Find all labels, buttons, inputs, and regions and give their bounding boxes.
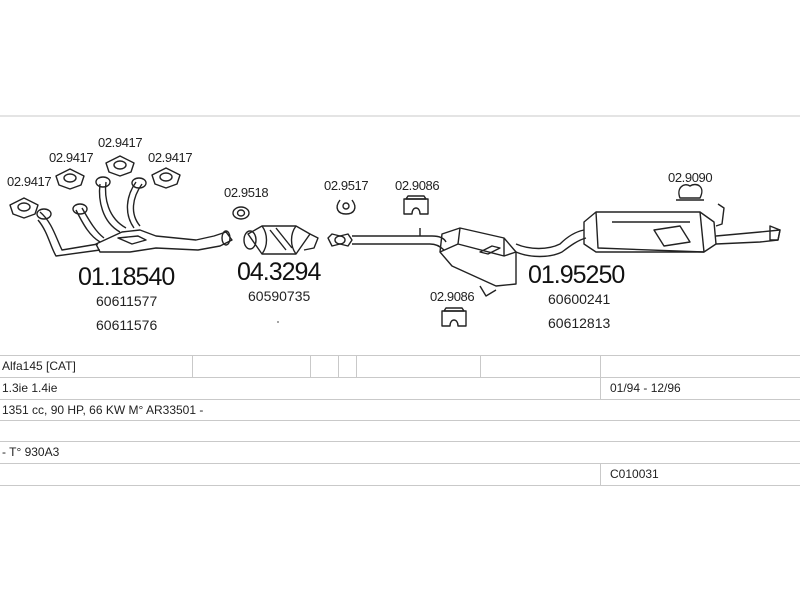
rear-silencer-icon — [515, 203, 781, 258]
part-gasket-2: 02.9417 — [49, 150, 94, 165]
manifold-oe-1: 60611577 — [96, 293, 158, 309]
exhaust-manifold-icon — [36, 176, 233, 257]
part-gasket-3: 02.9417 — [98, 135, 143, 150]
part-gasket-cat: 02.9518 — [224, 185, 269, 200]
catalyst-code: 04.3294 — [237, 258, 321, 286]
table-spec: 1351 cc, 90 HP, 66 KW M° AR33501 - — [2, 403, 204, 417]
manifold-code: 01.18540 — [78, 263, 175, 291]
gasket-cat-icon — [232, 206, 250, 220]
part-rubber-mount-2: 02.9086 — [430, 289, 475, 304]
gasket-4-icon — [151, 167, 181, 189]
rubber-mount-2-icon — [441, 307, 467, 327]
manifold-oe-2: 60611576 — [96, 317, 158, 333]
gasket-2-icon — [55, 168, 85, 190]
catalyst-oe-1: 60590735 — [248, 288, 311, 304]
part-rubber-mount-1: 02.9086 — [395, 178, 440, 193]
catalytic-converter-icon — [243, 225, 319, 255]
part-gasket-1: 02.9417 — [7, 174, 52, 189]
front-pipe-icon — [327, 228, 447, 251]
table-engine-code: - T° 930A3 — [2, 445, 60, 459]
gasket-pipe-icon — [336, 199, 356, 215]
silencers-oe-2: 60612813 — [548, 315, 611, 331]
part-rear-mount: 02.9090 — [668, 170, 713, 185]
table-catalog-code: C010031 — [610, 467, 659, 481]
gasket-3-icon — [105, 155, 135, 177]
silencers-code: 01.95250 — [528, 261, 625, 289]
rubber-mount-1-icon — [403, 195, 429, 215]
rear-mount-icon — [676, 183, 704, 201]
silencers-oe-1: 60600241 — [548, 291, 611, 307]
table-model: Alfa145 [CAT] — [2, 359, 76, 373]
table-engines: 1.3ie 1.4ie — [2, 381, 58, 395]
part-gasket-pipe: 02.9517 — [324, 178, 369, 193]
middle-silencer-icon — [439, 227, 517, 297]
gasket-1-icon — [9, 197, 39, 219]
table-years: 01/94 - 12/96 — [610, 381, 681, 395]
part-gasket-4: 02.9417 — [148, 150, 193, 165]
